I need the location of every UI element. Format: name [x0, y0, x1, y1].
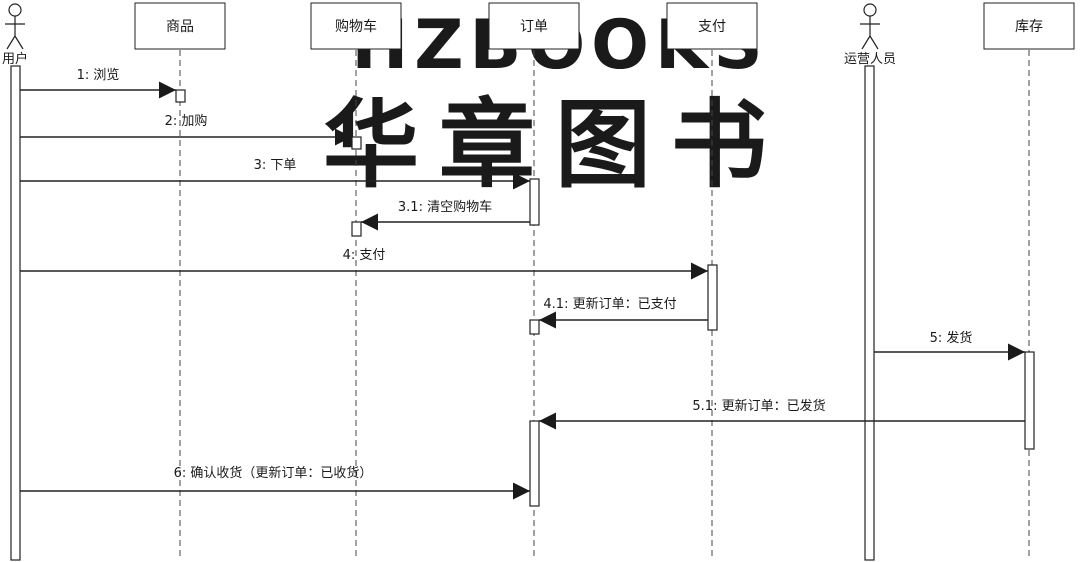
message-1: 1: 浏览: [20, 67, 176, 99]
object-inventory: 库存: [983, 2, 1075, 50]
message-4-1: 4.1: 更新订单：已支付: [539, 296, 708, 329]
message-6: 6: 确认收货（更新订单：已收货）: [20, 465, 530, 500]
message-2: 2: 加购: [20, 113, 352, 146]
activation-order-m3: [529, 178, 540, 226]
actor-label-user: 用户: [2, 51, 28, 67]
activation-inventory-m5: [1024, 351, 1035, 450]
message-label: 3.1: 清空购物车: [398, 199, 492, 215]
stick-figure-icon: [5, 3, 25, 50]
activation-ops: [864, 65, 875, 561]
message-label: 2: 加购: [165, 113, 208, 129]
actor-user: 用户: [2, 3, 28, 67]
object-label-order: 订单: [520, 19, 548, 35]
message-3-1: 3.1: 清空购物车: [361, 199, 530, 231]
message-label: 3: 下单: [254, 158, 297, 173]
object-label-cart: 购物车: [335, 18, 377, 35]
message-label: 1: 浏览: [77, 67, 120, 83]
activation-order-m51: [529, 420, 540, 507]
activation-order-m41: [529, 319, 540, 335]
messages: 1: 浏览 2: 加购 3: 下单 3.1: 清空购物车 4: 支付 4.1: …: [20, 67, 1025, 500]
object-order: 订单: [488, 2, 580, 50]
activation-cart-m31: [351, 221, 362, 237]
stick-figure-icon: [860, 3, 880, 50]
object-product: 商品: [134, 2, 226, 50]
activation-product-m1: [175, 89, 186, 103]
actor-label-ops: 运营人员: [844, 52, 896, 67]
object-cart: 购物车: [310, 2, 402, 50]
message-label: 5.1: 更新订单：已发货: [692, 398, 825, 414]
activation-payment-m4: [707, 264, 718, 331]
message-label: 4: 支付: [343, 248, 386, 263]
message-5: 5: 发货: [874, 330, 1025, 361]
watermark-bottom: 华章图书: [323, 89, 787, 201]
message-label: 6: 确认收货（更新订单：已收货）: [174, 465, 373, 481]
message-3: 3: 下单: [20, 158, 530, 190]
message-label: 4.1: 更新订单：已支付: [543, 296, 676, 312]
object-label-payment: 支付: [698, 19, 726, 35]
message-label: 5: 发货: [930, 330, 973, 346]
activation-user: [10, 65, 21, 561]
activation-bars: [10, 65, 1035, 561]
activation-cart-m2: [351, 136, 362, 150]
object-label-inventory: 库存: [1015, 19, 1043, 35]
object-label-product: 商品: [166, 19, 194, 35]
object-payment: 支付: [666, 2, 758, 50]
message-4: 4: 支付: [20, 248, 708, 280]
message-5-1: 5.1: 更新订单：已发货: [539, 398, 1025, 430]
actor-ops: 运营人员: [844, 3, 896, 67]
